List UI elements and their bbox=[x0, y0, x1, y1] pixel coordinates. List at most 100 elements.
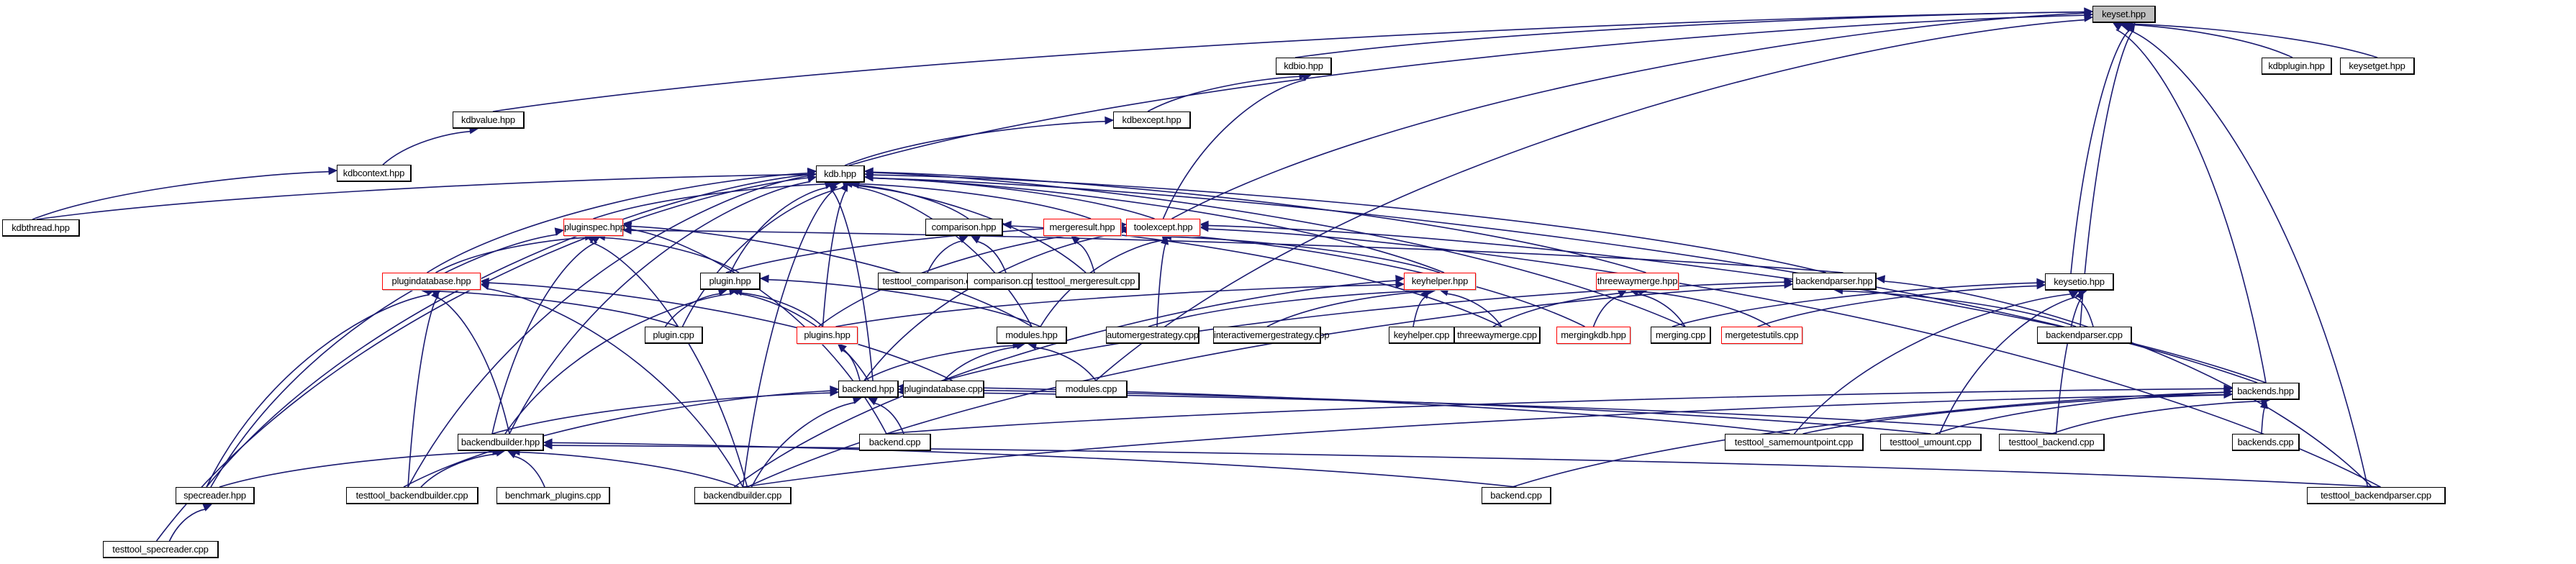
arrowhead-icon bbox=[479, 277, 489, 286]
node-backendbuilder-cpp[interactable]: backendbuilder.cpp bbox=[694, 487, 792, 504]
edge-backend_hpp-to-kdb_hpp bbox=[830, 189, 874, 381]
edge-plugindatabase_hpp-to-pluginspec_hpp bbox=[435, 237, 586, 273]
arrowhead-icon bbox=[328, 166, 338, 176]
node-threewaymerge-cpp[interactable]: threewaymerge.cpp bbox=[1454, 327, 1541, 344]
node-plugin-hpp[interactable]: plugin.hpp bbox=[700, 273, 761, 290]
node-kdbcontext-hpp[interactable]: kdbcontext.hpp bbox=[337, 165, 412, 182]
node-keysetget-hpp[interactable]: keysetget.hpp bbox=[2340, 58, 2415, 75]
edge-testtool_backendbuilder_cpp-to-backend_hpp bbox=[403, 390, 832, 488]
edge-backends_hpp-to-toolexcept_hpp bbox=[1207, 224, 2267, 383]
arrowhead-icon bbox=[622, 222, 632, 231]
arrowhead-icon bbox=[2123, 22, 2133, 31]
edge-keysetget_hpp-to-keyset_hpp bbox=[2127, 23, 2378, 58]
node-kdb-hpp[interactable]: kdb.hpp bbox=[816, 165, 865, 183]
node-plugindatabase-hpp[interactable]: plugindatabase.hpp bbox=[382, 273, 481, 290]
edge-backend_cpp_2-to-backends_hpp bbox=[1512, 391, 2226, 488]
node-specreader-hpp[interactable]: specreader.hpp bbox=[176, 487, 255, 504]
edge-backend_hpp-to-plugins_hpp bbox=[841, 349, 861, 381]
node-backend-cpp[interactable]: backend.cpp bbox=[859, 434, 931, 451]
edge-benchmark_plugins_cpp-to-backendbuilder_hpp bbox=[512, 455, 545, 488]
edge-testtool_mergeresult_cpp-to-kdb_hpp bbox=[851, 184, 1087, 273]
node-backends-cpp[interactable]: backends.cpp bbox=[2232, 434, 2300, 451]
arrowhead-icon bbox=[830, 385, 840, 394]
node-testtool-mergeresult-cpp[interactable]: testtool_mergeresult.cpp bbox=[1032, 273, 1140, 290]
arrowhead-icon bbox=[2036, 281, 2046, 290]
arrowhead-icon bbox=[1105, 116, 1115, 125]
node-kdbio-hpp[interactable]: kdbio.hpp bbox=[1276, 58, 1332, 75]
edge-testtool_specreader_cpp-to-specreader_hpp bbox=[168, 508, 207, 542]
edge-testtool_backend_cpp-to-backend_hpp bbox=[905, 391, 2056, 435]
node-testtool-umount-cpp[interactable]: testtool_umount.cpp bbox=[1880, 434, 1982, 451]
node-modules-hpp[interactable]: modules.hpp bbox=[997, 327, 1067, 344]
edge-backends_hpp-to-keyset_hpp bbox=[2115, 29, 2267, 383]
edge-kdb_hpp-to-keyset_hpp bbox=[848, 14, 2086, 166]
edge-backendparser_cpp-to-keyset_hpp bbox=[2080, 29, 2134, 327]
node-testtool-backendparser-cpp[interactable]: testtool_backendparser.cpp bbox=[2307, 487, 2446, 504]
edge-backendparser_hpp-to-kdb_hpp bbox=[871, 174, 1826, 273]
edge-modules_cpp-to-modules_hpp bbox=[1034, 346, 1097, 381]
node-backends-hpp[interactable]: backends.hpp bbox=[2232, 383, 2300, 400]
node-backend-cpp-2[interactable]: backend.cpp bbox=[1482, 487, 1551, 504]
node-automergestrategy-cpp[interactable]: automergestrategy.cpp bbox=[1106, 327, 1199, 344]
edge-specreader_hpp-to-backendbuilder_hpp bbox=[219, 451, 494, 488]
node-backend-hpp[interactable]: backend.hpp bbox=[838, 381, 899, 398]
edge-testtool_backendbuilder_cpp-to-kdb_hpp bbox=[407, 175, 811, 488]
edge-kdbthread_hpp-to-kdb_hpp bbox=[36, 173, 809, 220]
edge-testtool_backendparser_cpp-to-toolexcept_hpp bbox=[1207, 228, 2381, 488]
arrowhead-icon bbox=[431, 288, 440, 299]
node-kdbvalue-hpp[interactable]: kdbvalue.hpp bbox=[453, 112, 525, 129]
node-testtool-backend-cpp[interactable]: testtool_backend.cpp bbox=[1999, 434, 2105, 451]
node-keyhelper-hpp[interactable]: keyhelper.hpp bbox=[1404, 273, 1476, 290]
edge-testtool_mergeresult_cpp-to-mergeresult_hpp bbox=[1075, 241, 1095, 273]
node-interactivemergestrategy-cpp[interactable]: interactivemergestrategy.cpp bbox=[1213, 327, 1330, 344]
node-threewaymerge-hpp[interactable]: threewaymerge.hpp bbox=[1596, 273, 1679, 290]
node-mergetestutils-cpp[interactable]: mergetestutils.cpp bbox=[1721, 327, 1802, 344]
node-modules-cpp[interactable]: modules.cpp bbox=[1056, 381, 1128, 398]
edge-backendbuilder_hpp-to-plugindatabase_hpp bbox=[434, 296, 510, 435]
node-testtool-specreader-cpp[interactable]: testtool_specreader.cpp bbox=[103, 541, 219, 558]
node-mergeresult-hpp[interactable]: mergeresult.hpp bbox=[1043, 219, 1121, 236]
edge-modules_hpp-to-pluginspec_hpp bbox=[630, 225, 1033, 327]
node-pluginspec-hpp[interactable]: pluginspec.hpp bbox=[563, 219, 625, 236]
edge-testtool_samemountpoint_cpp-to-backends_hpp bbox=[1802, 394, 2226, 435]
node-plugindatabase-cpp[interactable]: plugindatabase.cpp bbox=[903, 381, 984, 398]
edge-backendbuilder_cpp-to-kdb_hpp bbox=[742, 188, 835, 488]
edge-mergeresult_hpp-to-kdb_hpp bbox=[854, 183, 1092, 219]
edge-testtool_comparison_cpp-to-comparison_hpp bbox=[927, 240, 963, 273]
edge-plugindatabase_hpp-to-kdb_hpp bbox=[427, 172, 809, 273]
edge-modules_hpp-to-plugin_hpp bbox=[767, 278, 1041, 327]
arrowhead-icon bbox=[970, 235, 981, 244]
edge-testtool_backendparser_cpp-to-backendbuilder_hpp bbox=[550, 445, 2381, 488]
node-testtool-samemountpoint-cpp[interactable]: testtool_samemountpoint.cpp bbox=[1725, 434, 1864, 451]
node-kdbplugin-hpp[interactable]: kdbplugin.hpp bbox=[2262, 58, 2332, 75]
node-mergingkdb-hpp[interactable]: mergingkdb.hpp bbox=[1556, 327, 1631, 344]
node-toolexcept-hpp[interactable]: toolexcept.hpp bbox=[1126, 219, 1200, 236]
node-kdbexcept-hpp[interactable]: kdbexcept.hpp bbox=[1113, 112, 1191, 129]
node-benchmark-plugins-cpp[interactable]: benchmark_plugins.cpp bbox=[496, 487, 610, 504]
node-keyhelper-cpp[interactable]: keyhelper.cpp bbox=[1389, 327, 1455, 344]
node-testtool-backendbuilder-cpp[interactable]: testtool_backendbuilder.cpp bbox=[346, 487, 479, 504]
edge-comparison_cpp-to-comparison_hpp bbox=[976, 240, 1007, 273]
node-merging-cpp[interactable]: merging.cpp bbox=[1651, 327, 1711, 344]
node-backendbuilder-hpp[interactable]: backendbuilder.hpp bbox=[458, 434, 544, 451]
node-plugins-hpp[interactable]: plugins.hpp bbox=[797, 327, 858, 344]
edge-modules_cpp-to-keyset_hpp bbox=[1095, 19, 2086, 381]
edge-plugindatabase_cpp-to-backendparser_hpp bbox=[943, 281, 1786, 381]
edge-mergetestutils_cpp-to-keysetio_hpp bbox=[1757, 285, 2038, 327]
edge-backendbuilder_cpp-to-pluginspec_hpp bbox=[589, 241, 748, 488]
edge-keyhelper_hpp-to-toolexcept_hpp bbox=[1170, 236, 1441, 273]
edge-plugin_cpp-to-kdb_hpp bbox=[681, 186, 846, 327]
edge-kdbthread_hpp-to-kdbcontext_hpp bbox=[32, 170, 330, 220]
node-backendparser-cpp[interactable]: backendparser.cpp bbox=[2037, 327, 2132, 344]
arrowhead-icon bbox=[863, 167, 874, 176]
edge-specreader_hpp-to-kdb_hpp bbox=[206, 173, 810, 488]
node-kdbthread-hpp[interactable]: kdbthread.hpp bbox=[2, 219, 80, 237]
node-comparison-hpp[interactable]: comparison.hpp bbox=[925, 219, 1003, 236]
edge-toolexcept_hpp-to-kdbio_hpp bbox=[1162, 79, 1306, 219]
node-plugin-cpp[interactable]: plugin.cpp bbox=[645, 327, 703, 344]
node-backendparser-hpp[interactable]: backendparser.hpp bbox=[1792, 273, 1877, 290]
edge-plugindatabase_cpp-to-modules_hpp bbox=[943, 346, 1018, 381]
node-keysetio-hpp[interactable]: keysetio.hpp bbox=[2045, 273, 2114, 291]
arrowhead-icon bbox=[1199, 223, 1209, 232]
edge-backendbuilder_hpp-to-backend_hpp bbox=[491, 392, 832, 435]
